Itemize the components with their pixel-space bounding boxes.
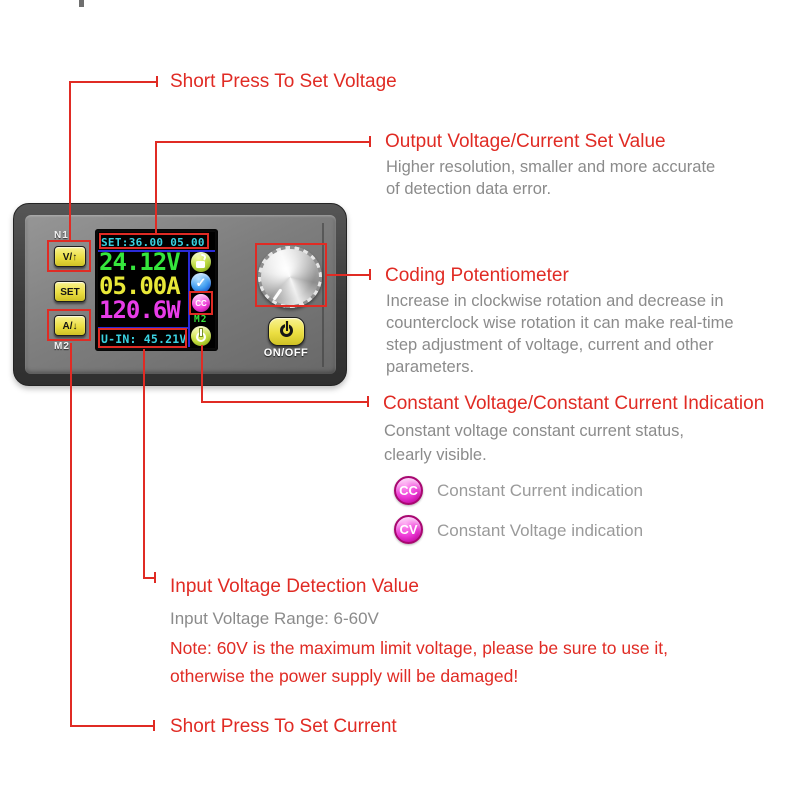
cv-badge-icon: CV: [394, 515, 423, 544]
connector-line: [70, 343, 72, 727]
connector-line: [143, 577, 156, 579]
power-bar: [200, 329, 202, 336]
padlock-body: [196, 261, 205, 268]
power-symbol-bar: [285, 321, 289, 331]
connector-line: [143, 349, 145, 579]
onoff-button[interactable]: [268, 317, 305, 346]
cc-legend-label: Constant Current indication: [437, 481, 644, 500]
connector-line: [201, 401, 369, 403]
heading-coding-potentiometer: Coding Potentiometer: [385, 265, 569, 286]
lcd-mode-indicator: M2: [194, 314, 208, 325]
highlight-box-current-key: [47, 309, 91, 341]
voltage-up-button[interactable]: V/↑: [54, 246, 86, 267]
lcd-power-readout: 120.6W: [99, 296, 181, 324]
label-set-current: Short Press To Set Current: [170, 716, 397, 737]
silkscreen-m2: M2: [54, 341, 70, 352]
connector-line: [69, 82, 71, 241]
heading-output-set-value: Output Voltage/Current Set Value: [385, 131, 666, 152]
connector-tick: [154, 572, 156, 583]
connector-line: [69, 81, 158, 83]
cc-badge-icon: CC: [394, 476, 423, 505]
highlight-box-uin-row: [98, 328, 187, 348]
current-down-button[interactable]: A/↓: [54, 315, 86, 336]
knob-sheen: [261, 249, 319, 305]
power-icon: [191, 326, 211, 346]
desc-cvcc-indication: Constant voltage constant current status…: [384, 422, 684, 464]
connector-tick: [367, 396, 369, 407]
lcd-separator-top: [98, 250, 215, 252]
lcd-input-voltage-row: U-IN: 45.21V: [101, 332, 187, 346]
lcd-set-row: SET:36.00 05.00: [101, 236, 205, 249]
input-voltage-range: Input Voltage Range: 6-60V: [170, 609, 379, 628]
onoff-label: ON/OFF: [263, 347, 309, 359]
highlight-box-set-row: [99, 233, 209, 249]
connector-tick: [369, 136, 371, 147]
connector-tick: [156, 76, 158, 87]
check-icon: ✓: [191, 273, 211, 293]
connector-line: [201, 345, 203, 403]
lcd-voltage-readout: 24.12V: [99, 248, 181, 276]
highlight-box-cc-icon: [189, 291, 213, 315]
connector-line: [155, 142, 157, 233]
connector-line: [327, 274, 371, 276]
connector-tick: [153, 720, 155, 731]
desc-coding-potentiometer: Increase in clockwise rotation and decre…: [386, 292, 734, 376]
cv-legend-label: Constant Voltage indication: [437, 521, 644, 540]
set-button[interactable]: SET: [54, 281, 86, 302]
heading-cvcc-indication: Constant Voltage/Constant Current Indica…: [383, 393, 765, 414]
silkscreen-n1: N1: [54, 230, 69, 241]
desc-output-set-value: Higher resolution, smaller and more accu…: [386, 158, 716, 198]
highlight-box-knob: [255, 243, 327, 307]
connector-line: [155, 141, 371, 143]
cropped-line-fragment: [79, 0, 84, 7]
heading-input-voltage: Input Voltage Detection Value: [170, 576, 419, 597]
connector-tick: [369, 269, 371, 280]
unlock-icon: [191, 252, 211, 272]
connector-line: [70, 725, 155, 727]
label-set-voltage: Short Press To Set Voltage: [170, 71, 397, 92]
input-voltage-note: Note: 60V is the maximum limit voltage, …: [170, 638, 669, 686]
panel-groove: [322, 223, 324, 367]
cc-icon: CC: [192, 294, 210, 312]
highlight-box-voltage-key: [47, 240, 91, 272]
lcd-current-readout: 05.00A: [99, 272, 181, 300]
